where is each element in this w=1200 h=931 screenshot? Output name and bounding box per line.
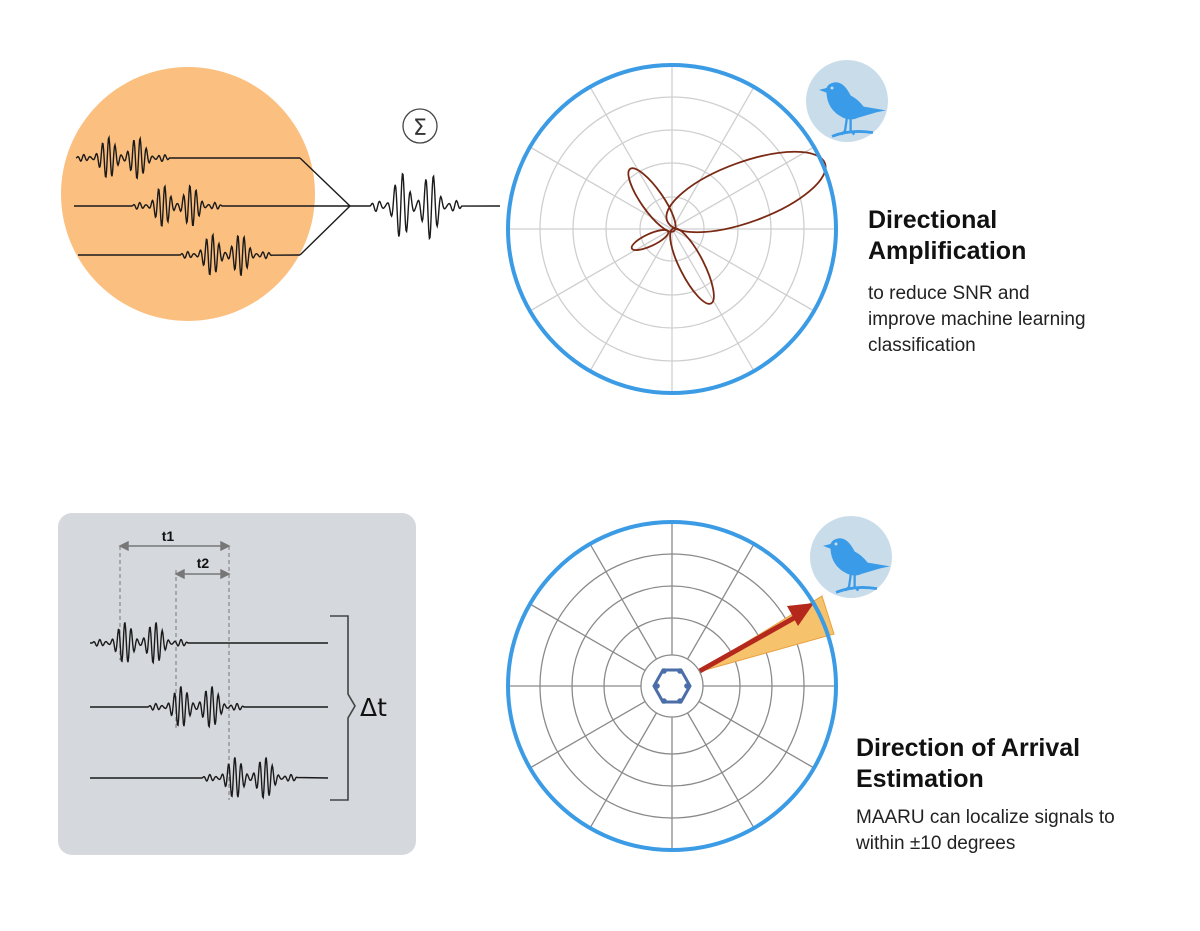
caption-description: to reduce SNR and improve machine learni… [868,281,1168,359]
t1-label: t1 [162,528,175,544]
grid-spoke [588,228,673,374]
summing-lines [299,157,351,256]
beam-pattern [627,150,827,305]
input-waveforms [74,134,301,277]
title-line: Directional [868,206,998,234]
polar-plot-amplification [506,63,838,395]
grid-spoke [588,84,673,230]
description-line: MAARU can localize signals to [856,807,1115,828]
t2-label: t2 [197,555,210,571]
sum-symbol: Σ [413,116,427,141]
directional-amplification-caption: Directional Amplification to reduce SNR … [868,205,1168,359]
delayed-waveforms [90,622,329,800]
caption-title: Directional Amplification [868,205,1168,267]
arrow-icon [696,603,814,675]
grid-spoke [527,228,673,313]
grid-spoke [671,228,817,313]
polar-ring [506,63,838,395]
grid-spoke [527,145,673,230]
waveform-2 [90,686,328,729]
orange-signal-circle [61,67,315,321]
title-line: Estimation [856,765,984,793]
waveform-2 [74,184,300,227]
description-line: within ±10 degrees [856,833,1016,854]
waveform-3 [90,757,329,800]
bird-icon [810,516,892,598]
t1-dimension [118,540,231,552]
direction-of-arrival-caption: Direction of Arrival Estimation MAARU ca… [856,733,1186,857]
time-delay-panel [58,513,416,855]
delta-t-label: Δt [360,693,387,722]
grid-spoke [671,145,817,230]
summed-waveform [350,172,501,241]
caption-description: MAARU can localize signals to within ±10… [856,805,1186,857]
polar-plot-doa [506,520,838,852]
caption-title: Direction of Arrival Estimation [856,733,1186,795]
description-line: to reduce SNR and [868,283,1030,304]
waveform-3 [78,232,301,277]
title-line: Amplification [868,237,1027,265]
t2-dimension [174,568,231,580]
description-line: classification [868,335,976,356]
title-line: Direction of Arrival [856,734,1081,762]
waveform-sum [350,172,501,241]
grid-spoke [671,84,756,230]
summation-icon: Σ [402,108,438,144]
bird-icon [806,60,888,142]
delta-bracket [330,615,356,801]
waveform-1 [90,622,328,665]
description-line: improve machine learning [868,309,1086,330]
microphone-array-icon [640,654,704,718]
waveform-1 [75,134,300,180]
polar-ring [506,520,838,852]
